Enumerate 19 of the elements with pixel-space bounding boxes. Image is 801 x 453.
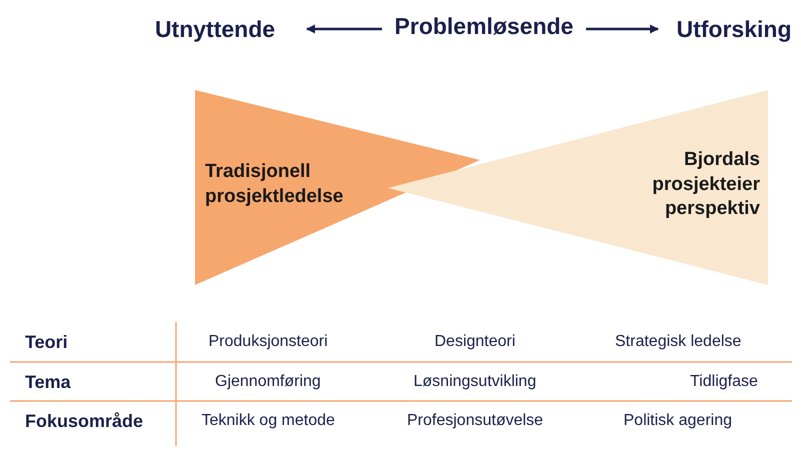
table-cell: Strategisk ledelse bbox=[615, 334, 742, 350]
arrow bbox=[306, 24, 382, 34]
table-cell: Designteori bbox=[434, 334, 516, 350]
arrow bbox=[586, 24, 659, 34]
row-header: Teori bbox=[25, 333, 68, 351]
triangle-label: Bjordals prosjekteier perspektiv bbox=[651, 148, 760, 222]
table-cell: Løsningsutvikling bbox=[414, 374, 536, 390]
heading-text: Utnyttende bbox=[145, 18, 285, 44]
table-cell: Gjennomføring bbox=[215, 374, 321, 390]
heading-text: Problemløsende bbox=[384, 15, 584, 41]
triangle-label: Tradisjonell prosjektledelse bbox=[205, 160, 344, 209]
heading-text: Utforsking bbox=[670, 18, 798, 44]
table-cell: Profesjonsutøvelse bbox=[407, 413, 544, 429]
table-cell: Tidligfase bbox=[690, 374, 758, 390]
table-cell: Politisk agering bbox=[624, 413, 732, 429]
table-cell: Teknikk og metode bbox=[202, 413, 335, 429]
row-header: Fokusområde bbox=[25, 412, 144, 430]
row-header: Tema bbox=[25, 373, 71, 391]
table-cell: Produksjonsteori bbox=[208, 334, 328, 350]
